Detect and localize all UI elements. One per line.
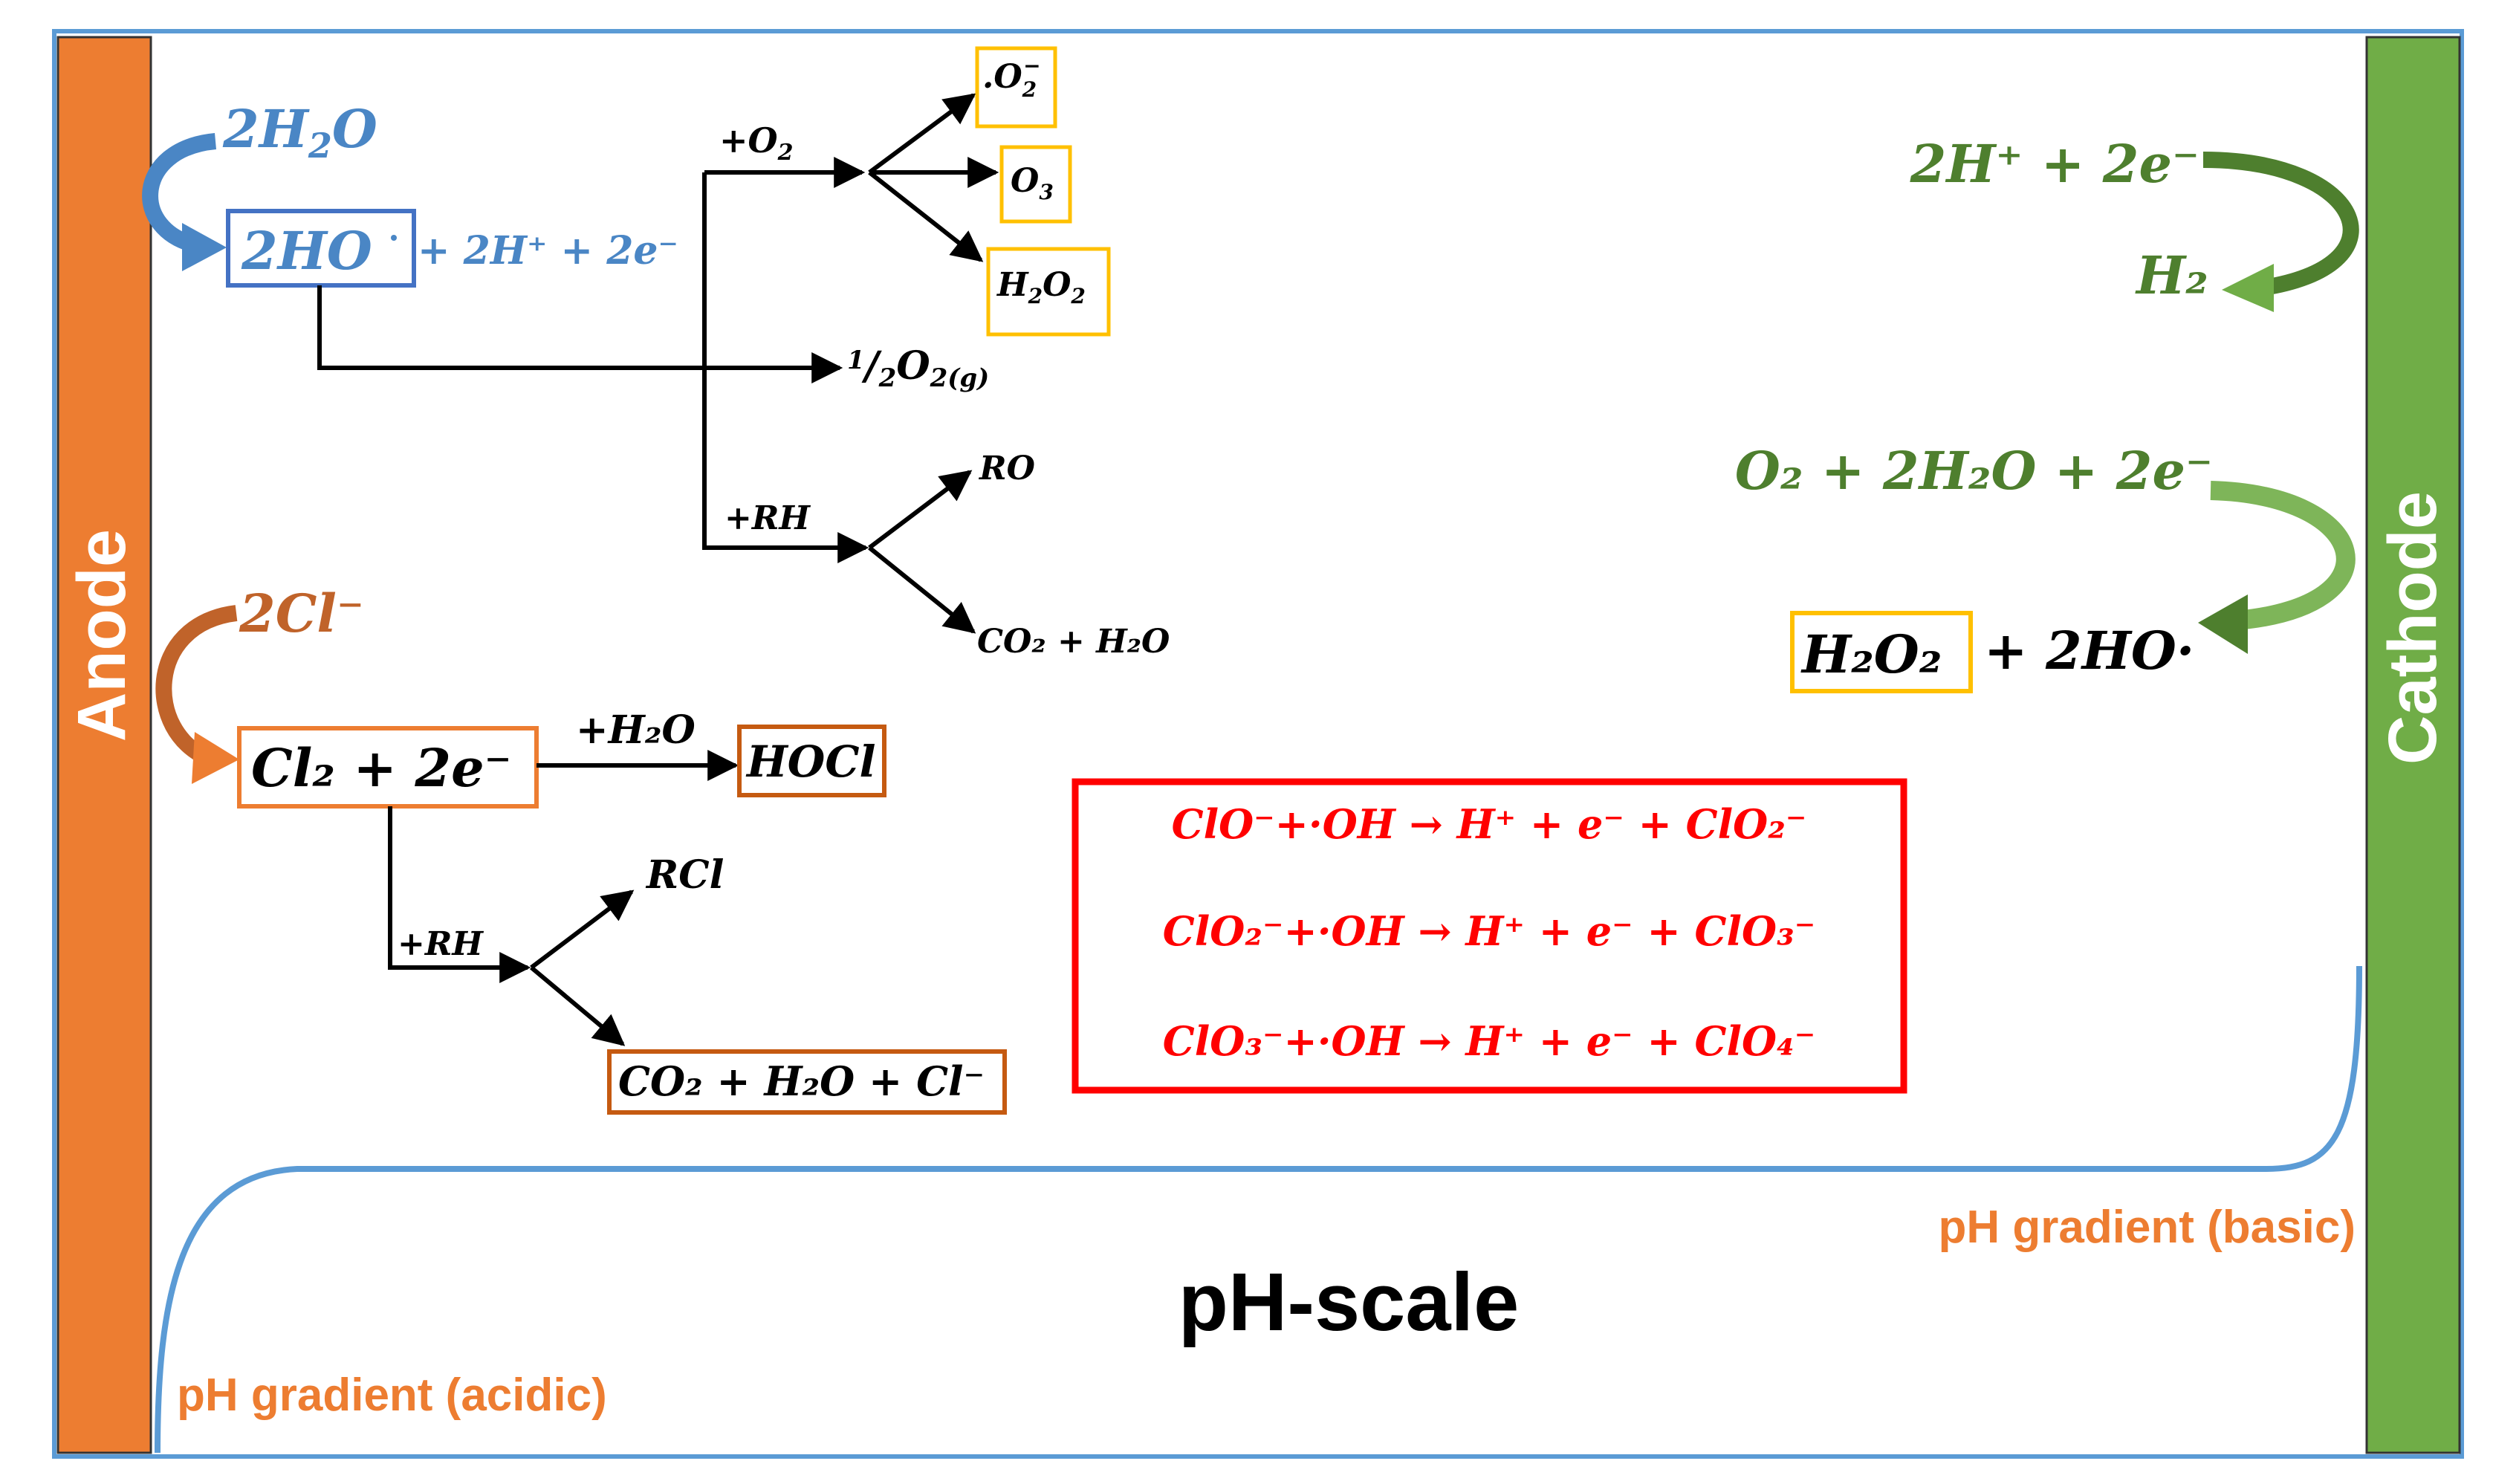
hydroxyl-radical: 2HO (241, 220, 372, 282)
arrow-to-superoxide (868, 93, 976, 175)
h2-product: H₂ (2135, 244, 2208, 306)
o2-branch-label: +O2 (719, 120, 794, 166)
chlorine-reaction-3: ClO₃⁻+·OH → H⁺ + e⁻ + ClO₄⁻ (1163, 1017, 1815, 1065)
o2-reactant: O₂ + 2H₂O + 2e⁻ (1735, 440, 2213, 502)
cathode-bar (2365, 36, 2461, 1454)
curved-arrow-h2-head (2222, 264, 2274, 312)
cathode-label: Cathode (2375, 491, 2451, 765)
arrow-to-ro (868, 470, 973, 550)
superoxide-box (975, 46, 1057, 129)
outer-frame (52, 29, 2464, 1459)
ozone: O3 (1011, 162, 1054, 204)
curved-arrow-h2 (2202, 152, 2359, 297)
h2o2-cathode: H₂O₂ (1800, 623, 1942, 685)
mineralization-product: CO₂ + H₂O + Cl⁻ (618, 1057, 985, 1105)
curved-arrow-water (142, 133, 217, 253)
curved-arrow-o2 (2210, 481, 2356, 630)
ph-gradient-curve (155, 965, 2362, 1454)
co2-h2o-product: CO₂ + H₂O (977, 623, 1170, 661)
rh-label-radical: +RH (724, 499, 811, 537)
chlorine-reaction-1: ClO⁻+·OH → H⁺ + e⁻ + ClO₂⁻ (1172, 800, 1807, 848)
chlorine-product: Cl₂ + 2e⁻ (251, 737, 512, 799)
anode-label: Anode (64, 529, 140, 742)
ph-scale-label: pH-scale (1179, 1257, 1520, 1348)
water-reactant: 2H2O (222, 98, 377, 166)
curved-arrow-chloride-head (192, 732, 239, 784)
chlorine-reactions-box (1072, 778, 1907, 1094)
curved-arrow-o2-head (2198, 594, 2248, 654)
anode-bar (56, 36, 152, 1454)
curved-arrow-water-head (182, 223, 227, 271)
chlorine-reaction-2: ClO₂⁻+·OH → H⁺ + e⁻ + ClO₃⁻ (1163, 907, 1815, 955)
h2o2-rest: + 2HO· (1984, 620, 2194, 681)
h2-reactant: 2H⁺ + 2e⁻ (1910, 133, 2199, 195)
h2o2-box-cathode (1790, 611, 1973, 693)
trunk-line (702, 172, 869, 563)
water-oxidation-rest: + 2H⁺ + 2e⁻ (418, 228, 678, 273)
h2o-label: +H₂O (576, 707, 696, 753)
chloride-reactant: 2Cl⁻ (239, 583, 364, 644)
connector-to-o2 (317, 285, 843, 383)
arrow-to-rcl (530, 890, 635, 970)
h2o2-box-anode (986, 247, 1111, 337)
rh-label-chlorine: +RH (398, 925, 484, 963)
radical-dot (391, 235, 397, 241)
ph-acidic-label: pH gradient (acidic) (177, 1370, 607, 1421)
hocl-box (737, 725, 886, 797)
arrow-to-h2o2 (868, 170, 984, 262)
arrow-to-mineralization (530, 965, 626, 1046)
chlorine-rh-connector (388, 806, 531, 983)
arrow-to-co2-h2o (868, 545, 976, 634)
curved-arrow-chloride (155, 605, 238, 766)
mineralization-box (607, 1049, 1007, 1115)
hocl-product: HOCl (745, 736, 876, 787)
rcl-product: RCl (645, 852, 724, 898)
h2o2-anode: H2O2 (996, 266, 1086, 308)
oxygen-gas: 1/2O2(g) (847, 343, 989, 393)
ph-basic-label: pH gradient (basic) (1938, 1202, 2356, 1253)
superoxide: .O2− (982, 54, 1041, 102)
ro-product: RO (978, 450, 1035, 487)
ozone-box (999, 145, 1072, 224)
